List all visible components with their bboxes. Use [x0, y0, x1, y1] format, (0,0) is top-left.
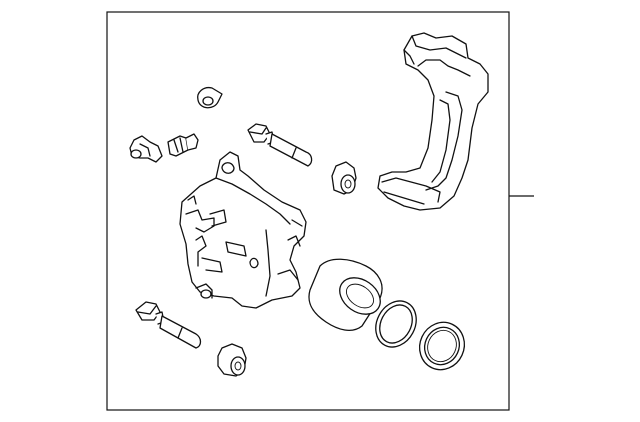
cap-icon — [129, 135, 163, 163]
boot-icon — [331, 161, 357, 195]
boot-icon — [217, 343, 247, 377]
bleeder-icon — [167, 133, 199, 157]
bolt-icon — [247, 123, 313, 167]
bolt-icon — [135, 301, 202, 349]
boot-ring-icon — [418, 321, 466, 371]
washer-icon — [197, 86, 223, 109]
piston-icon — [308, 258, 383, 332]
seal-ring-icon — [375, 300, 417, 348]
caliper-body-icon — [179, 151, 307, 309]
caliper-bracket-icon — [377, 32, 489, 211]
diagram-frame — [106, 11, 510, 411]
